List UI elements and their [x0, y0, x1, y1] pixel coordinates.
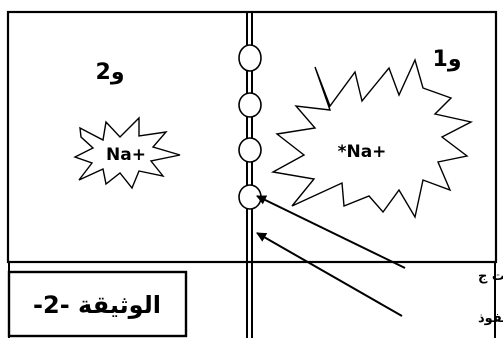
left-ion-burst [73, 116, 181, 190]
particles-arrow [256, 195, 406, 269]
membrane-arrow [256, 232, 403, 317]
document-title: الوثيقة -2- [33, 291, 161, 319]
particle [238, 137, 262, 163]
particle [238, 92, 262, 118]
membrane-particles [238, 44, 262, 210]
membrane-annotation: غشاء غير نفوذ [478, 311, 503, 326]
document-label-box [7, 270, 188, 338]
particles-annotation: الجزيئات ج [478, 269, 503, 284]
right-ion-label: *Na+ [338, 142, 387, 162]
particle [238, 44, 262, 72]
left-ion-label: Na+ [106, 145, 146, 165]
left-compartment-label: و2 [96, 60, 125, 85]
right-ion-burst [270, 57, 474, 219]
right-compartment-label: و1 [433, 47, 462, 72]
